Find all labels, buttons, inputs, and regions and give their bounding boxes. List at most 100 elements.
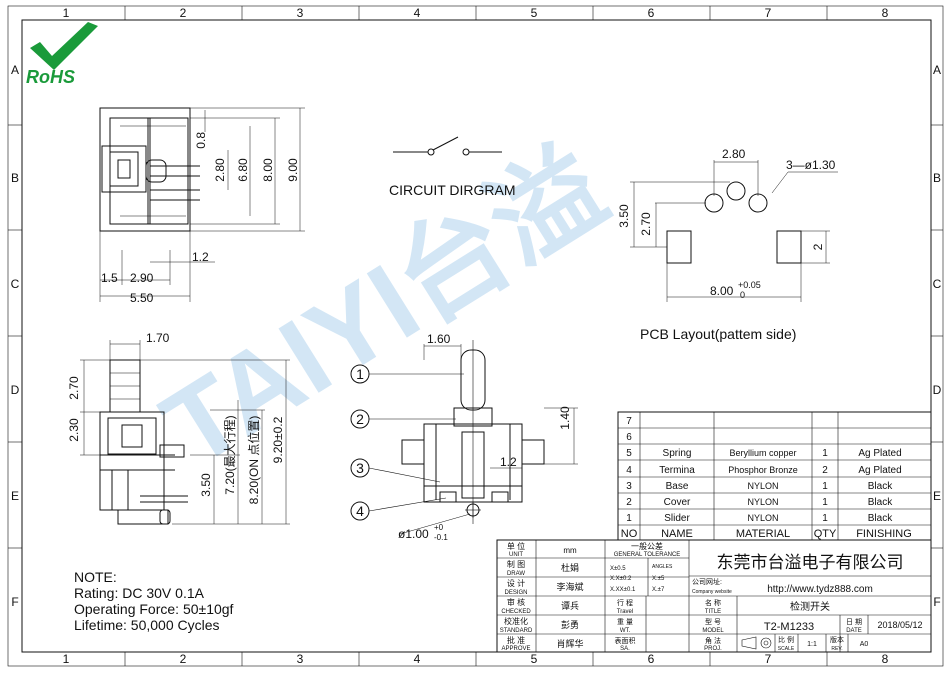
tb-draw-label: 制 图 xyxy=(507,559,525,569)
tb-standard-en: STANDARD xyxy=(500,628,533,634)
grid-col-1-bottom: 1 xyxy=(63,652,70,666)
dim-8-20: 8.20(ON 点位置) xyxy=(246,416,261,505)
tb-unit-value: mm xyxy=(563,546,577,555)
dim-1-60: 1.60 xyxy=(427,332,451,346)
tb-approve-name: 肖辉华 xyxy=(556,638,583,649)
tb-weight-label: 重 量 xyxy=(617,618,633,626)
bom-row-7-no: 7 xyxy=(626,416,632,427)
bom-row-4-finishing: Ag Plated xyxy=(858,465,901,476)
pcb-dim-pad: 2 xyxy=(811,243,825,250)
rohs-logo: RoHS xyxy=(26,22,98,87)
tb-ang-2: X.±7 xyxy=(652,587,665,593)
dim-2-70: 2.70 xyxy=(67,376,81,400)
bom-row-4-no: 4 xyxy=(626,465,632,476)
bom-rows: 7 6 5 Spring Beryllium copper 1 Ag Plate… xyxy=(626,416,901,524)
tb-website: http://www.tydz888.com xyxy=(767,584,873,595)
tb-scale-label: 比 例 xyxy=(778,635,794,644)
grid-row-a-right: A xyxy=(933,63,941,77)
dim-8-00: 8.00 xyxy=(261,158,275,182)
grid-col-6: 6 xyxy=(648,6,655,20)
tb-surface-label: 表面积 xyxy=(615,636,636,645)
circuit-diagram: CIRCUIT DIRGRAM xyxy=(389,136,516,198)
tb-travel-en: Travel xyxy=(617,609,633,615)
grid-col-3: 3 xyxy=(297,6,304,20)
tb-date-label: 日 期 xyxy=(846,618,862,626)
bom-row-1-material: NYLON xyxy=(747,513,778,523)
dim-hole-tol-dn: -0.1 xyxy=(434,533,448,542)
grid-row-a: A xyxy=(11,63,19,77)
dim-1-2-top: 1.2 xyxy=(192,250,209,264)
tb-approve-en: APPROVE xyxy=(501,646,530,652)
tb-design-en: DESIGN xyxy=(504,590,527,596)
dim-hole-tol-up: +0 xyxy=(434,523,444,532)
bom-table: 7 6 5 Spring Beryllium copper 1 Ag Plate… xyxy=(617,411,932,541)
grid-row-c: C xyxy=(11,277,20,291)
tb-draw-name: 杜娟 xyxy=(561,562,579,573)
tb-weight-en: WT. xyxy=(620,628,631,634)
rohs-text: RoHS xyxy=(26,67,75,87)
circuit-title: CIRCUIT DIRGRAM xyxy=(389,182,516,198)
grid-col-7-bottom: 7 xyxy=(765,652,772,666)
bom-row-1-finishing: Black xyxy=(868,513,893,524)
dim-0-8: 0.8 xyxy=(194,132,208,149)
tb-date-en: DATE xyxy=(846,628,862,634)
tb-rev-label: 版本 xyxy=(830,635,844,644)
tb-company: 东莞市台溢电子有限公司 xyxy=(717,553,904,572)
grid-row-b-right: B xyxy=(933,171,941,185)
bom-row-1-name: Slider xyxy=(664,513,690,524)
bom-row-2-finishing: Black xyxy=(868,497,893,508)
tb-standard-name: 彭勇 xyxy=(561,619,579,630)
bom-row-4-qty: 2 xyxy=(822,465,828,476)
tb-proj-label: 角 法 xyxy=(705,636,721,645)
pcb-dim-h2: 2.70 xyxy=(639,212,653,236)
notes-line-2: Operating Force: 50±10gf xyxy=(74,601,234,617)
dim-7-20: 7.20(最大行程) xyxy=(222,415,237,494)
bom-row-5-no: 5 xyxy=(626,448,632,459)
bom-header-finishing: FINISHING xyxy=(856,528,912,540)
dim-5-50: 5.50 xyxy=(130,291,154,305)
grid-row-f: F xyxy=(11,595,18,609)
tb-travel-label: 行 程 xyxy=(617,598,633,607)
notes-line-1: Rating: DC 30V 0.1A xyxy=(74,585,205,601)
rohs-check-icon xyxy=(30,22,98,70)
bom-row-1-no: 1 xyxy=(626,513,632,524)
dim-2-90: 2.90 xyxy=(130,271,154,285)
dim-2-80-top: 2.80 xyxy=(213,158,227,182)
grid-col-8-bottom: 8 xyxy=(882,652,889,666)
grid-row-c-right: C xyxy=(933,277,942,291)
pcb-pad-right xyxy=(776,230,802,264)
pcb-dim-h1: 3.50 xyxy=(617,204,631,228)
notes: NOTE: Rating: DC 30V 0.1A Operating Forc… xyxy=(74,569,234,633)
tb-checked-name: 谭兵 xyxy=(561,600,579,611)
tb-approve-label: 批 准 xyxy=(507,635,525,645)
tb-tol-2: X.X±0.2 xyxy=(610,576,632,582)
tb-standard-label: 校准化 xyxy=(504,616,528,626)
dim-1-5: 1.5 xyxy=(101,271,118,285)
grid-col-1: 1 xyxy=(63,6,70,20)
tb-rev-value: A0 xyxy=(860,641,869,648)
tb-name-en: TITLE xyxy=(705,609,721,615)
tb-surface-en: SA. xyxy=(620,646,630,652)
tb-checked-en: CHECKED xyxy=(501,609,531,615)
grid-rows: A B C D E F A B C D E F xyxy=(8,63,943,609)
grid-col-5: 5 xyxy=(531,6,538,20)
callout-4-label: 4 xyxy=(356,503,364,519)
grid-top: 1 2 3 4 5 6 7 8 xyxy=(63,6,889,20)
pcb-dim-tol-up: +0.05 xyxy=(738,280,761,290)
tb-design-label: 设 计 xyxy=(507,578,525,588)
grid-col-2-bottom: 2 xyxy=(180,652,187,666)
tb-website-label: 公司网址: xyxy=(692,577,722,586)
grid-col-3-bottom: 3 xyxy=(297,652,304,666)
grid-col-5-bottom: 5 xyxy=(531,652,538,666)
tb-unit-en: UNIT xyxy=(509,552,523,558)
bom-header-qty: QTY xyxy=(814,528,837,540)
pcb-dim-width: 8.00 xyxy=(710,284,734,298)
dim-9-20: 9.20±0.2 xyxy=(271,416,285,463)
tb-model-label: 型 号 xyxy=(705,617,721,626)
bom-row-2-name: Cover xyxy=(664,497,691,508)
pcb-pad-left xyxy=(666,230,692,264)
bom-row-2-material: NYLON xyxy=(747,497,778,507)
tb-website-en: Company website xyxy=(692,589,732,595)
